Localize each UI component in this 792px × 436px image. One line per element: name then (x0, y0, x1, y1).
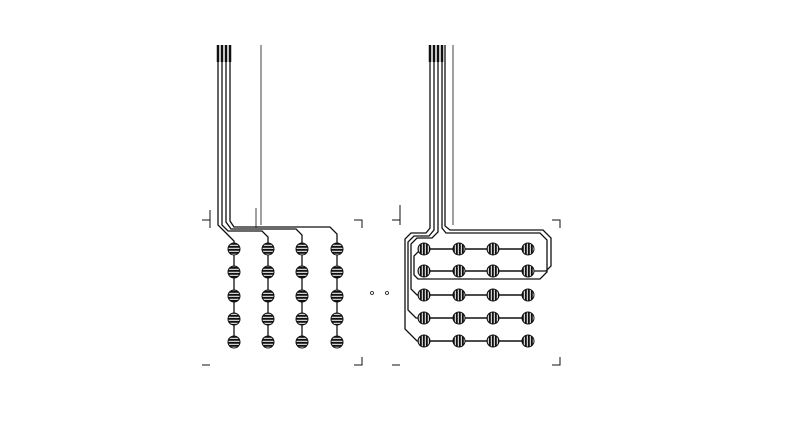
key-contact (417, 288, 431, 302)
key-contact (227, 312, 241, 326)
key-contact (417, 264, 431, 278)
key-contact (295, 312, 309, 326)
trace (217, 45, 235, 342)
key-contact (261, 265, 275, 279)
key-contact (521, 288, 535, 302)
key-contact (521, 334, 535, 348)
crop-mark (552, 219, 561, 228)
crop-mark (354, 357, 363, 366)
key-contact (486, 311, 500, 325)
trace (413, 45, 548, 280)
key-contact (452, 264, 466, 278)
key-contact (227, 289, 241, 303)
key-contact (417, 242, 431, 256)
registration-mark (370, 291, 374, 295)
registration-mark (385, 291, 389, 295)
key-contact (330, 312, 344, 326)
key-contact (261, 335, 275, 349)
key-contact (452, 311, 466, 325)
key-contact (295, 242, 309, 256)
key-contact (521, 264, 535, 278)
key-contact (521, 242, 535, 256)
crop-mark (552, 357, 561, 366)
key-contact (486, 242, 500, 256)
key-contact (486, 334, 500, 348)
trace (407, 45, 435, 319)
key-contact (330, 265, 344, 279)
key-contact (227, 335, 241, 349)
key-contact (452, 334, 466, 348)
trace (229, 45, 338, 342)
key-contact (330, 289, 344, 303)
key-contact (295, 335, 309, 349)
key-contact (261, 312, 275, 326)
trace (410, 45, 439, 296)
key-contact (486, 288, 500, 302)
key-contact (417, 311, 431, 325)
key-contact (417, 334, 431, 348)
key-contact (295, 265, 309, 279)
key-contact (452, 242, 466, 256)
crop-mark (354, 219, 363, 228)
key-contact (521, 311, 535, 325)
trace (444, 45, 552, 272)
key-contact (486, 264, 500, 278)
key-contact (295, 289, 309, 303)
key-contact (261, 242, 275, 256)
right-circuit-layout (385, 45, 561, 366)
key-contact (227, 242, 241, 256)
key-contact (261, 289, 275, 303)
key-contact (227, 265, 241, 279)
key-contact (330, 242, 344, 256)
left-circuit-layout (202, 45, 374, 366)
key-contact (330, 335, 344, 349)
trace (404, 45, 431, 342)
key-contact (452, 288, 466, 302)
